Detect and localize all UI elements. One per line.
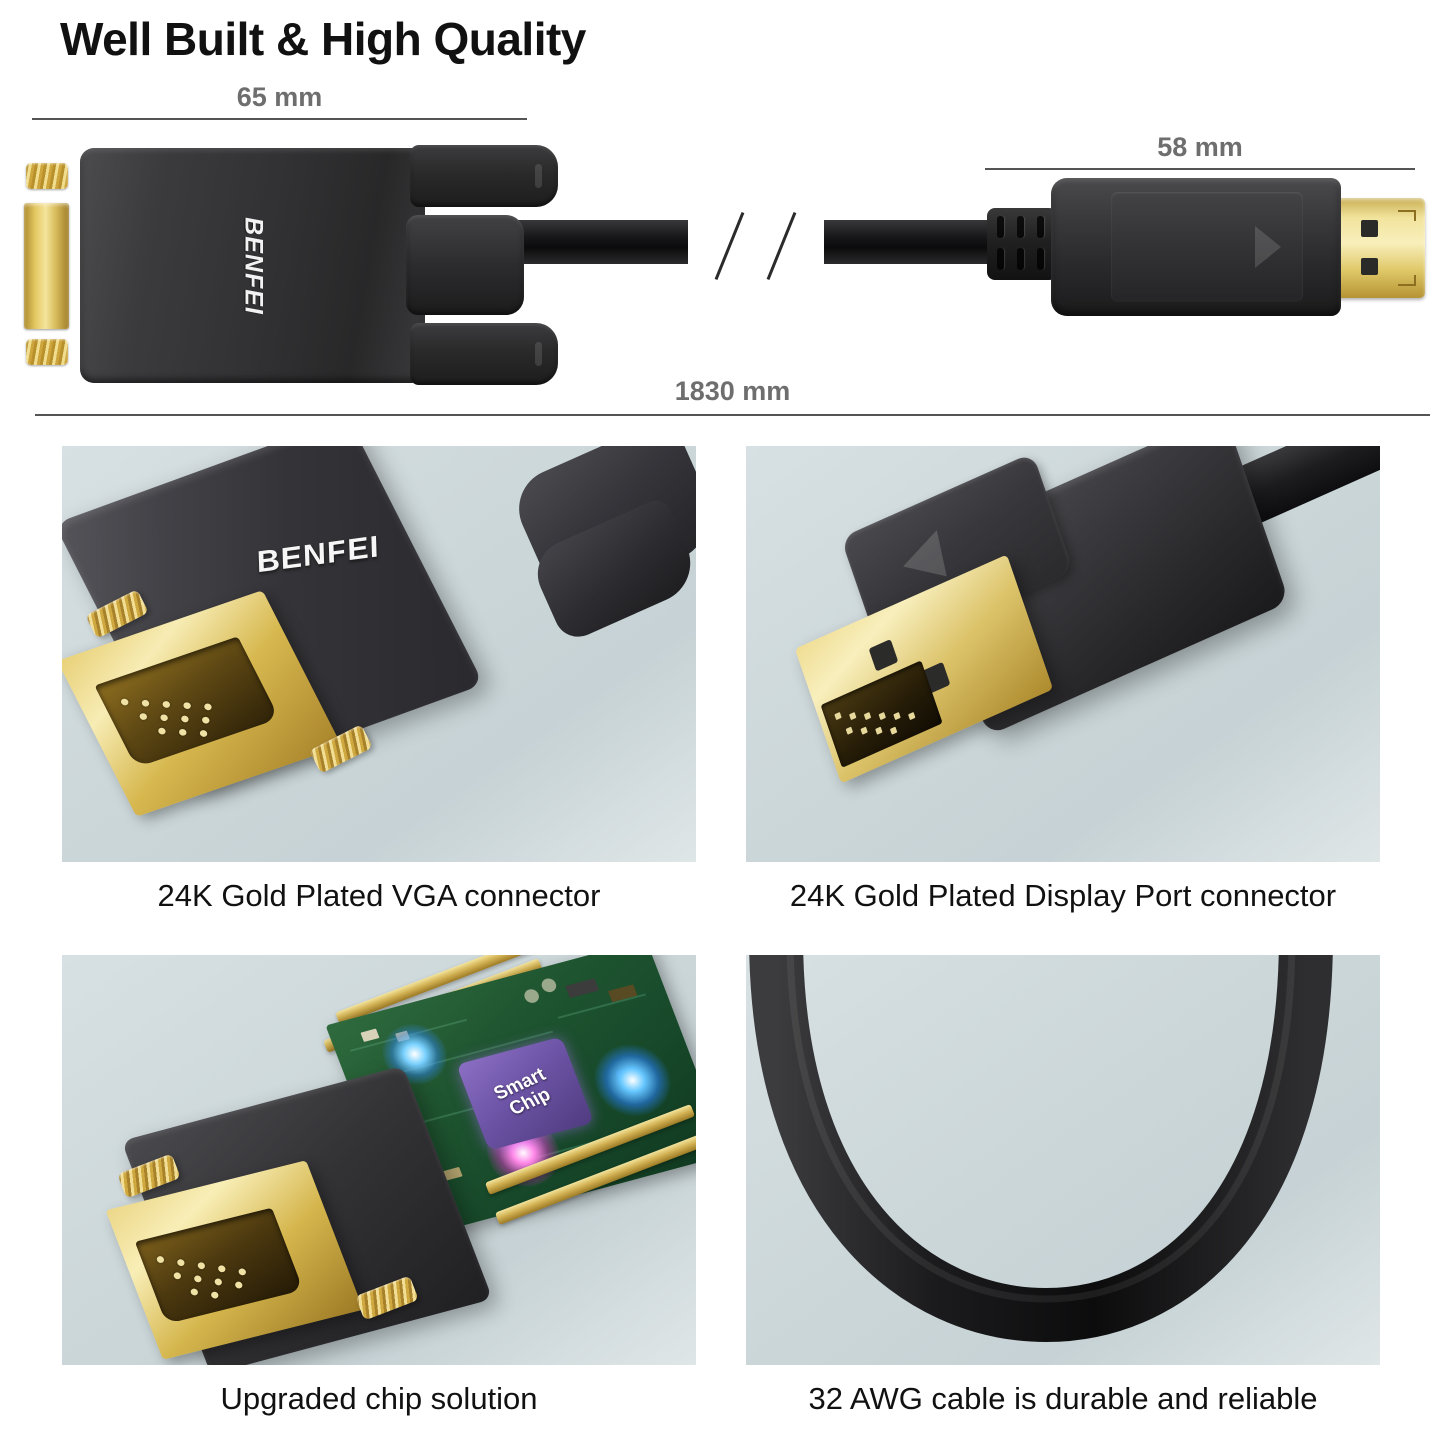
vga-connector: BENFEI xyxy=(18,135,563,395)
smart-chip-label: Smart Chip xyxy=(490,1064,560,1122)
smd-part-icon xyxy=(522,987,541,1005)
dp-pin-icon xyxy=(863,711,872,721)
dp-contact-pad-icon xyxy=(868,639,899,672)
dimension-line-total xyxy=(35,414,1430,416)
dp-contact-array-icon xyxy=(820,660,943,768)
dimension-label-total: 1830 mm xyxy=(674,376,791,406)
vga-pin-icon xyxy=(182,701,193,710)
vga-pin-icon xyxy=(237,1267,247,1276)
dp-pin-icon xyxy=(875,726,883,735)
light-flare-icon xyxy=(583,1036,682,1125)
panel-caption-chip: Upgraded chip solution xyxy=(220,1381,538,1416)
dp-latch-button xyxy=(1111,192,1303,302)
vga-pin-icon xyxy=(161,700,172,709)
vga-pin-icon xyxy=(196,1261,207,1270)
vga-pin-icon xyxy=(172,1271,183,1280)
vga-gold-port-icon xyxy=(24,203,69,329)
dp-contact-pad-icon xyxy=(1361,258,1378,275)
vga-pin-icon xyxy=(177,728,188,737)
displayport-connector-photo xyxy=(746,446,1380,862)
break-slash-icon xyxy=(714,212,745,280)
dimension-label-vga: 65 mm xyxy=(236,82,323,112)
chip-solution-photo: Smart Chip xyxy=(62,955,696,1365)
smd-part-icon xyxy=(615,1066,639,1082)
dp-pin-icon xyxy=(878,711,886,721)
rib-icon xyxy=(1017,248,1024,270)
panel-chip-solution: Smart Chip xyxy=(62,955,696,1416)
break-slash-icon xyxy=(766,212,797,280)
vga-pin-icon xyxy=(193,1274,203,1283)
dp-bracket-icon xyxy=(1398,275,1416,286)
dp-pin-icon xyxy=(893,711,901,721)
dimension-line-vga xyxy=(32,118,527,120)
dp-pin-icon xyxy=(908,711,916,721)
cable-photo xyxy=(746,955,1380,1365)
dp-contact-pad-icon xyxy=(1361,220,1378,237)
page-title: Well Built & High Quality xyxy=(60,13,586,65)
smd-part-icon xyxy=(565,978,600,999)
vga-dsub-shell-icon xyxy=(134,1207,304,1325)
dp-pin-icon xyxy=(860,726,868,735)
dp-gold-plug-icon xyxy=(1335,198,1425,298)
vga-pin-icon xyxy=(200,715,211,725)
rib-icon xyxy=(1037,248,1044,270)
dp-connector-housing xyxy=(1051,178,1341,316)
vga-pin-icon xyxy=(189,1287,199,1297)
vga-pin-icon xyxy=(203,702,213,712)
panel-cable: 32 AWG cable is durable and reliable xyxy=(746,955,1380,1416)
panel-caption-displayport: 24K Gold Plated Display Port connector xyxy=(789,878,1337,913)
vga-pin-icon xyxy=(119,697,130,707)
vga-connector-housing: BENFEI xyxy=(80,148,425,383)
panel-caption-vga: 24K Gold Plated VGA connector xyxy=(157,878,601,913)
dp-bracket-icon xyxy=(1398,210,1416,221)
vga-pin-icon xyxy=(234,1280,244,1290)
vga-connector-photo: BENFEI xyxy=(62,446,696,862)
dp-pin-icon xyxy=(889,726,898,735)
vga-thumbscrew-bottom-icon xyxy=(26,339,68,365)
vga-thumbscrew-top-icon xyxy=(26,163,68,189)
rib-icon xyxy=(997,248,1004,270)
dimension-line-dp xyxy=(985,168,1415,170)
smd-part-icon xyxy=(395,1030,410,1043)
brand-logo: BENFEI xyxy=(239,216,267,315)
cable-break-symbol xyxy=(688,206,824,284)
dimension-label-dp: 58 mm xyxy=(1157,132,1243,162)
vga-pin-icon xyxy=(159,713,170,723)
cable-dimension-diagram: 65 mm 58 mm BENFEI xyxy=(0,80,1445,430)
vga-pin-icon xyxy=(210,1290,220,1300)
smd-part-icon xyxy=(539,976,559,994)
vga-strain-relief-bottom xyxy=(410,323,558,385)
vga-pin-icon xyxy=(198,729,209,738)
vga-strain-relief-top xyxy=(410,145,558,207)
dp-pin-icon xyxy=(849,711,857,721)
cable-loop xyxy=(746,955,1380,1365)
vga-pin-icon xyxy=(217,1264,227,1273)
vga-pin-icon xyxy=(213,1277,223,1287)
notch-icon xyxy=(535,342,542,366)
vga-pin-icon xyxy=(180,714,190,724)
vga-pin-icon xyxy=(140,698,151,708)
brand-logo: BENFEI xyxy=(252,529,384,579)
vga-pin-icon xyxy=(155,1255,166,1264)
rib-icon xyxy=(1017,216,1024,238)
notch-icon xyxy=(535,164,542,188)
dp-strain-relief xyxy=(987,208,1057,280)
smart-chip: Smart Chip xyxy=(456,1036,595,1151)
vga-pin-icon xyxy=(176,1258,186,1267)
vga-cable-boot xyxy=(406,215,524,315)
dp-pin-icon xyxy=(845,726,854,735)
vga-pin-icon xyxy=(138,712,149,721)
vga-pin-icon xyxy=(157,726,167,736)
vga-dsub-shell-icon xyxy=(94,636,280,768)
rib-icon xyxy=(1037,216,1044,238)
dp-latch-arrow-icon xyxy=(1255,226,1281,268)
rib-icon xyxy=(997,216,1004,238)
dp-pin-icon xyxy=(834,711,842,721)
panel-caption-cable: 32 AWG cable is durable and reliable xyxy=(808,1381,1318,1416)
smd-part-icon xyxy=(360,1028,380,1043)
panel-displayport-connector: 24K Gold Plated Display Port connector xyxy=(746,446,1380,913)
displayport-connector xyxy=(955,140,1425,380)
panel-vga-connector: BENFEI xyxy=(62,446,696,913)
cable-loop-icon xyxy=(749,955,1333,1343)
